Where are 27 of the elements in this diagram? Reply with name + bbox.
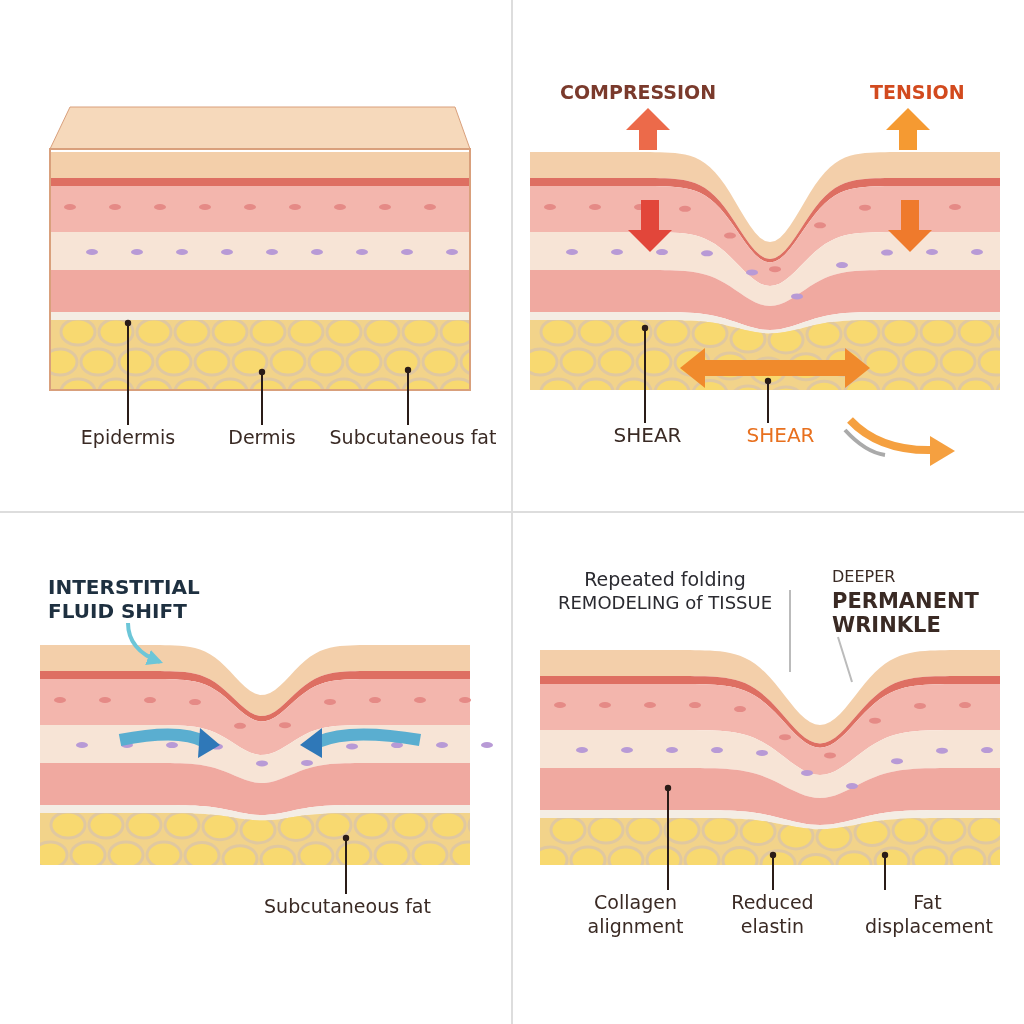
callout-label: SHEAR <box>605 423 690 447</box>
callout-text: REMODELING of TISSUE <box>556 591 774 615</box>
callout-text: DEEPER <box>832 566 897 588</box>
callout-label: Epidermis <box>68 425 188 449</box>
leader-line <box>641 324 649 424</box>
arrow <box>126 622 163 665</box>
callout-label: INTERSTITIAL FLUID SHIFT <box>48 575 208 623</box>
callout-label: Subcutaneous fat <box>255 894 440 918</box>
leader-line <box>664 784 672 891</box>
leader-line <box>789 589 791 673</box>
leader-line <box>124 319 132 426</box>
callout-label: Reduced elastin <box>725 890 820 938</box>
leader-line <box>404 366 412 426</box>
callout-label: SHEAR <box>738 423 823 447</box>
callout-label: Dermis <box>217 425 307 449</box>
callout-label: Collagen alignment <box>578 890 693 938</box>
force-label: TENSION <box>870 80 965 104</box>
callout-text: PERMANENT WRINKLE <box>832 589 980 637</box>
force-label: COMPRESSION <box>560 80 717 104</box>
leader-line <box>258 368 266 426</box>
leader-line <box>769 851 777 891</box>
callout-label: Subcutaneous fat <box>328 425 498 449</box>
leader-line <box>764 377 772 424</box>
leader-line <box>837 636 853 683</box>
callout-text: Repeated folding <box>583 567 747 591</box>
leader-line <box>881 851 889 891</box>
leader-line <box>342 834 350 895</box>
